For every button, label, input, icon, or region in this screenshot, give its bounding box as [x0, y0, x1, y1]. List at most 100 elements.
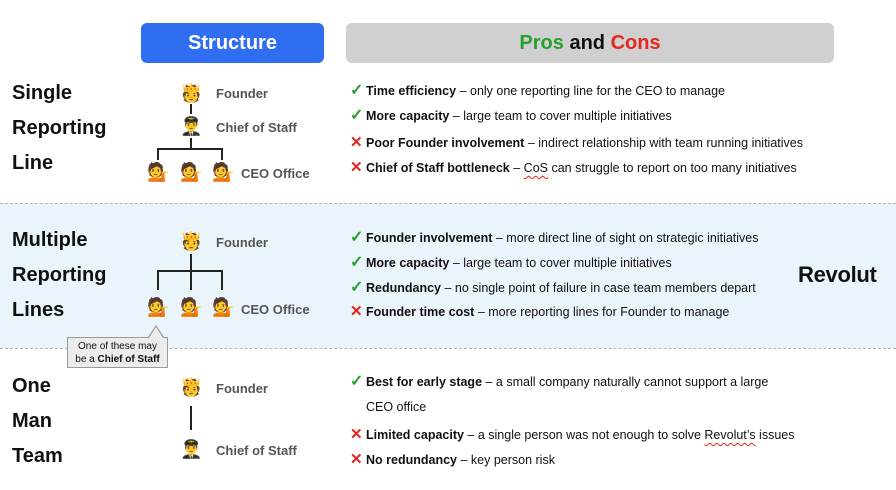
crowned-person-icon: 🫅 — [180, 83, 203, 103]
point-heading: More capacity — [366, 109, 450, 123]
pro-point: ✓Time efficiency – only one reporting li… — [350, 82, 725, 100]
row-title-multiple: Multiple — [12, 229, 88, 251]
pro-point: ✓Best for early stage – a small company … — [350, 373, 768, 391]
connector-line — [221, 270, 223, 290]
crowned-person-icon: 🫅 — [180, 377, 203, 397]
person-tipping-hand-icon: 💁 — [147, 162, 170, 182]
con-point: ✕Poor Founder involvement – indirect rel… — [350, 134, 803, 152]
row-title-reporting: Reporting — [12, 264, 107, 286]
callout-text: be a — [75, 354, 98, 365]
pros-label: Pros — [519, 31, 564, 54]
pro-point: ✓Founder involvement – more direct line … — [350, 229, 759, 247]
pro-point: ✓Redundancy – no single point of failure… — [350, 279, 756, 297]
connector-line — [190, 406, 192, 430]
point-heading: Limited capacity — [366, 428, 464, 442]
row-title-one: One — [12, 375, 51, 397]
point-heading: No redundancy — [366, 453, 457, 467]
multiple-reporting-band — [0, 203, 896, 348]
point-heading: Founder involvement — [366, 231, 493, 245]
point-text: – — [509, 161, 524, 175]
and-label: and — [569, 31, 606, 54]
cross-icon: ✕ — [350, 159, 363, 176]
person-tipping-hand-icon: 💁 — [212, 162, 235, 182]
pro-point: ✓More capacity – large team to cover mul… — [350, 107, 672, 125]
point-heading: Time efficiency — [366, 84, 457, 98]
row-title-line: Line — [12, 152, 54, 174]
con-point: ✕Limited capacity – a single person was … — [350, 426, 794, 444]
person-tipping-hand-icon: 💁 — [180, 297, 203, 317]
cross-icon: ✕ — [350, 451, 363, 468]
connector-line — [190, 270, 192, 290]
point-text: – key person risk — [457, 453, 555, 467]
section-divider — [0, 348, 896, 349]
founder-label: Founder — [216, 381, 268, 396]
callout-line: be a Chief of Staff — [68, 353, 167, 366]
row-title-lines: Lines — [12, 299, 65, 321]
point-text: – indirect relationship with team runnin… — [524, 136, 803, 150]
section-divider — [0, 203, 896, 204]
connector-line — [190, 104, 192, 114]
ceo-office-label: CEO Office — [241, 302, 310, 317]
pro-point: ✓More capacity – large team to cover mul… — [350, 254, 672, 272]
pros-and-cons-header: Pros and Cons — [346, 23, 834, 63]
row-title-reporting: Reporting — [12, 117, 107, 139]
founder-label: Founder — [216, 235, 268, 250]
check-icon: ✓ — [350, 229, 364, 246]
chief-of-staff-label: Chief of Staff — [216, 443, 297, 458]
revolut-logo: Revolut — [798, 262, 877, 287]
point-text: – large team to cover multiple initiativ… — [449, 109, 672, 123]
row-title-single: Single — [12, 82, 73, 104]
callout-tail-fill — [149, 327, 163, 338]
check-icon: ✓ — [350, 373, 364, 390]
point-text: – only one reporting line for the CEO to… — [456, 84, 726, 98]
callout-bold-text: Chief of Staff — [97, 354, 160, 365]
point-text: issues — [755, 428, 795, 442]
point-text: can struggle to report on too many initi… — [548, 161, 797, 175]
check-icon: ✓ — [350, 107, 364, 124]
pilot-person-icon: 👨‍✈️ — [180, 116, 203, 136]
point-heading: Chief of Staff bottleneck — [366, 161, 510, 175]
point-text: – a small company naturally cannot suppo… — [482, 375, 769, 389]
person-tipping-hand-icon: 💁 — [147, 297, 170, 317]
cross-icon: ✕ — [350, 303, 363, 320]
connector-line — [157, 148, 223, 150]
pilot-person-icon: 👨‍✈️ — [180, 439, 203, 459]
cross-icon: ✕ — [350, 134, 363, 151]
point-heading: Founder time cost — [366, 305, 475, 319]
structure-header-label: Structure — [188, 31, 277, 54]
ceo-office-label: CEO Office — [241, 166, 310, 181]
chief-of-staff-label: Chief of Staff — [216, 120, 297, 135]
point-text: – no single point of failure in case tea… — [441, 281, 756, 295]
point-heading: Poor Founder involvement — [366, 136, 525, 150]
structure-header: Structure — [141, 23, 324, 63]
spellcheck-underlined-word: Revolut’s — [704, 428, 756, 442]
con-point: ✕Chief of Staff bottleneck – CoS can str… — [350, 159, 797, 177]
check-icon: ✓ — [350, 279, 364, 296]
point-heading: More capacity — [366, 256, 450, 270]
callout-line: One of these may — [78, 341, 157, 352]
chief-of-staff-callout: One of these may be a Chief of Staff — [67, 337, 168, 368]
con-point: ✕No redundancy – key person risk — [350, 451, 555, 469]
connector-line — [190, 138, 192, 150]
con-point: ✕Founder time cost – more reporting line… — [350, 303, 729, 321]
person-tipping-hand-icon: 💁 — [180, 162, 203, 182]
row-title-team: Team — [12, 445, 63, 467]
row-title-man: Man — [12, 410, 52, 432]
connector-line — [157, 148, 159, 160]
person-tipping-hand-icon: 💁 — [212, 297, 235, 317]
check-icon: ✓ — [350, 254, 364, 271]
cons-label: Cons — [610, 31, 661, 54]
point-heading: Best for early stage — [366, 375, 483, 389]
point-text: – more reporting lines for Founder to ma… — [474, 305, 730, 319]
point-text: – more direct line of sight on strategic… — [492, 231, 759, 245]
spellcheck-underlined-word: CoS — [523, 161, 548, 175]
connector-line — [157, 270, 159, 290]
crowned-person-icon: 🫅 — [180, 231, 203, 251]
connector-line — [221, 148, 223, 160]
connector-line — [190, 254, 192, 272]
point-heading: Redundancy — [366, 281, 442, 295]
point-text: – a single person was not enough to solv… — [463, 428, 705, 442]
founder-label: Founder — [216, 86, 268, 101]
cross-icon: ✕ — [350, 426, 363, 443]
check-icon: ✓ — [350, 82, 364, 99]
